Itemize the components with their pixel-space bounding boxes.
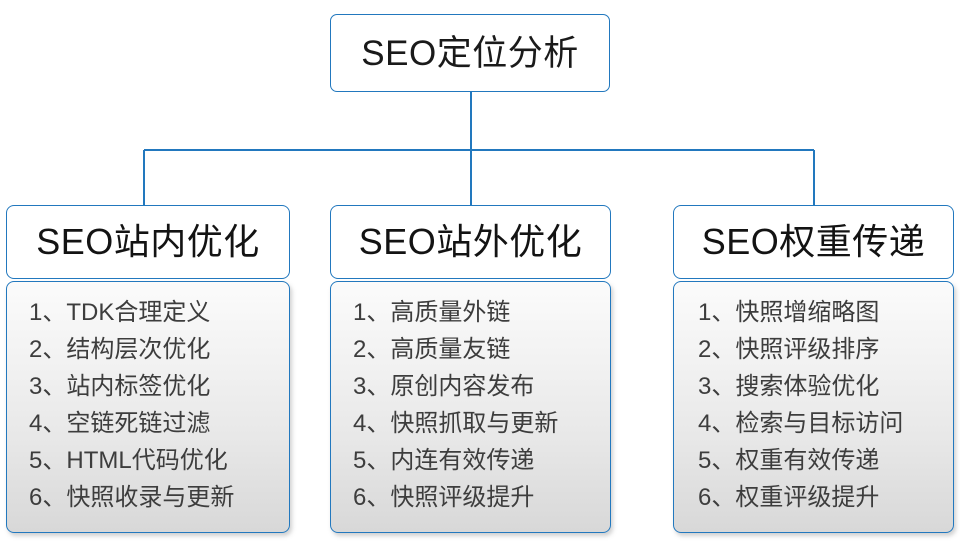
list-item-index: 5、 xyxy=(353,447,391,474)
list-item-label: 原创内容发布 xyxy=(390,373,535,400)
list-item-index: 3、 xyxy=(698,373,736,400)
list-item-index: 5、 xyxy=(698,447,736,474)
list-item: 2、 快照评级排序 xyxy=(698,331,953,368)
list-item: 3、 原创内容发布 xyxy=(353,368,610,405)
list-item-label: 快照收录与更新 xyxy=(66,484,235,511)
list-item: 5、 内连有效传递 xyxy=(353,442,610,479)
list-item: 5、 HTML代码优化 xyxy=(29,442,289,479)
list-item-label: 权重评级提升 xyxy=(735,484,880,511)
root-node[interactable]: SEO定位分析 xyxy=(330,14,610,92)
list-item-label: HTML代码优化 xyxy=(66,447,228,474)
list-item-index: 4、 xyxy=(698,410,736,437)
list-item: 1、 快照增缩略图 xyxy=(698,294,953,331)
list-item-label: 高质量友链 xyxy=(390,336,511,363)
list-item-index: 2、 xyxy=(353,336,391,363)
list-item: 3、 搜索体验优化 xyxy=(698,368,953,405)
list-item: 4、 快照抓取与更新 xyxy=(353,405,610,442)
list-item-label: 检索与目标访问 xyxy=(735,410,904,437)
list-item: 5、 权重有效传递 xyxy=(698,442,953,479)
list-item-index: 6、 xyxy=(29,484,67,511)
branch-item-list-2: 1、 高质量外链 2、 高质量友链 3、 原创内容发布 4、 快照抓取与更新 5… xyxy=(331,294,610,516)
list-item-label: 结构层次优化 xyxy=(66,336,211,363)
list-item: 4、 检索与目标访问 xyxy=(698,405,953,442)
list-item: 4、 空链死链过滤 xyxy=(29,405,289,442)
branch-body-2: 1、 高质量外链 2、 高质量友链 3、 原创内容发布 4、 快照抓取与更新 5… xyxy=(330,281,611,533)
branch-column-3: SEO权重传递 1、 快照增缩略图 2、 快照评级排序 3、 搜索体验优化 4、 xyxy=(673,205,954,533)
list-item: 6、 快照收录与更新 xyxy=(29,479,289,516)
branch-body-1: 1、 TDK合理定义 2、 结构层次优化 3、 站内标签优化 4、 空链死链过滤… xyxy=(6,281,290,533)
root-node-label: SEO定位分析 xyxy=(361,33,579,73)
list-item-index: 2、 xyxy=(698,336,736,363)
list-item: 1、 高质量外链 xyxy=(353,294,610,331)
list-item-index: 1、 xyxy=(698,299,736,326)
branch-header-label-3: SEO权重传递 xyxy=(701,221,926,262)
list-item: 3、 站内标签优化 xyxy=(29,368,289,405)
list-item-label: 快照增缩略图 xyxy=(735,299,880,326)
list-item-label: 内连有效传递 xyxy=(390,447,535,474)
branch-header-1[interactable]: SEO站内优化 xyxy=(6,205,290,279)
branch-header-2[interactable]: SEO站外优化 xyxy=(330,205,611,279)
list-item-label: 搜索体验优化 xyxy=(735,373,880,400)
list-item-label: 快照评级提升 xyxy=(390,484,535,511)
list-item: 6、 权重评级提升 xyxy=(698,479,953,516)
list-item-label: 权重有效传递 xyxy=(735,447,880,474)
list-item-index: 4、 xyxy=(353,410,391,437)
branch-header-3[interactable]: SEO权重传递 xyxy=(673,205,954,279)
list-item-index: 4、 xyxy=(29,410,67,437)
list-item-label: 高质量外链 xyxy=(390,299,511,326)
list-item-label: 快照评级排序 xyxy=(735,336,880,363)
branch-header-label-1: SEO站内优化 xyxy=(36,221,260,262)
list-item: 2、 高质量友链 xyxy=(353,331,610,368)
list-item-index: 5、 xyxy=(29,447,67,474)
list-item-label: TDK合理定义 xyxy=(66,299,211,326)
list-item-label: 空链死链过滤 xyxy=(66,410,211,437)
branch-body-3: 1、 快照增缩略图 2、 快照评级排序 3、 搜索体验优化 4、 检索与目标访问… xyxy=(673,281,954,533)
branch-column-1: SEO站内优化 1、 TDK合理定义 2、 结构层次优化 3、 站内标签优化 4… xyxy=(6,205,290,533)
branch-item-list-3: 1、 快照增缩略图 2、 快照评级排序 3、 搜索体验优化 4、 检索与目标访问… xyxy=(674,294,953,516)
list-item-index: 6、 xyxy=(698,484,736,511)
branch-item-list-1: 1、 TDK合理定义 2、 结构层次优化 3、 站内标签优化 4、 空链死链过滤… xyxy=(7,294,289,516)
list-item-index: 3、 xyxy=(29,373,67,400)
list-item-index: 2、 xyxy=(29,336,67,363)
list-item-index: 1、 xyxy=(29,299,67,326)
branch-header-label-2: SEO站外优化 xyxy=(358,221,583,262)
list-item: 1、 TDK合理定义 xyxy=(29,294,289,331)
list-item: 6、 快照评级提升 xyxy=(353,479,610,516)
list-item-index: 3、 xyxy=(353,373,391,400)
list-item-index: 6、 xyxy=(353,484,391,511)
list-item: 2、 结构层次优化 xyxy=(29,331,289,368)
list-item-label: 快照抓取与更新 xyxy=(390,410,559,437)
branch-column-2: SEO站外优化 1、 高质量外链 2、 高质量友链 3、 原创内容发布 4、 快 xyxy=(330,205,611,533)
list-item-label: 站内标签优化 xyxy=(66,373,211,400)
list-item-index: 1、 xyxy=(353,299,391,326)
